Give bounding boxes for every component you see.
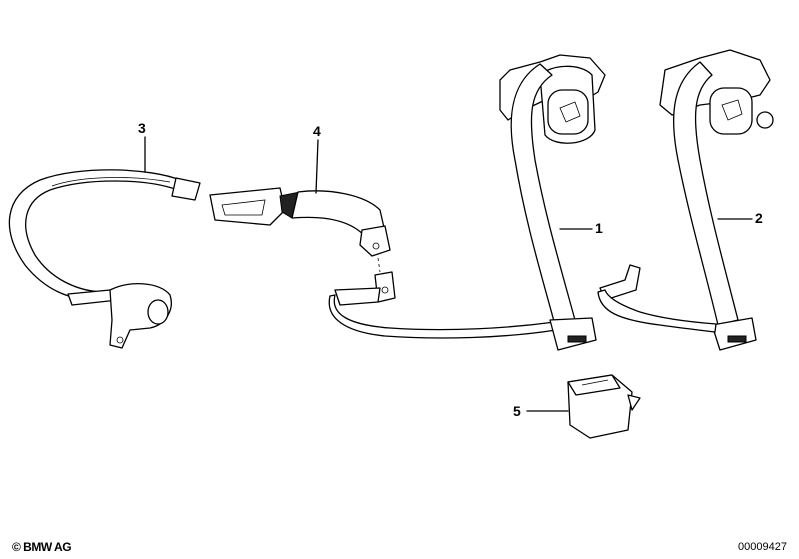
part-2-shoulder-belt[interactable] — [597, 49, 774, 351]
copyright-text: © BMW AG — [12, 540, 72, 554]
callout-4: 4 — [313, 123, 321, 139]
part-3-rear-outer-belt[interactable] — [8, 169, 201, 349]
part-5-buckle[interactable] — [567, 374, 641, 439]
callout-3: 3 — [138, 120, 146, 136]
part-1-shoulder-belt[interactable] — [499, 54, 606, 351]
leader-lines — [144, 136, 753, 412]
callout-5: 5 — [513, 403, 521, 419]
center-lap-belt[interactable] — [328, 271, 557, 339]
part-4-buckle-belt[interactable] — [209, 187, 391, 273]
callout-1: 1 — [595, 220, 603, 236]
diagram-number: 00009427 — [738, 541, 787, 553]
callout-2: 2 — [755, 210, 763, 226]
